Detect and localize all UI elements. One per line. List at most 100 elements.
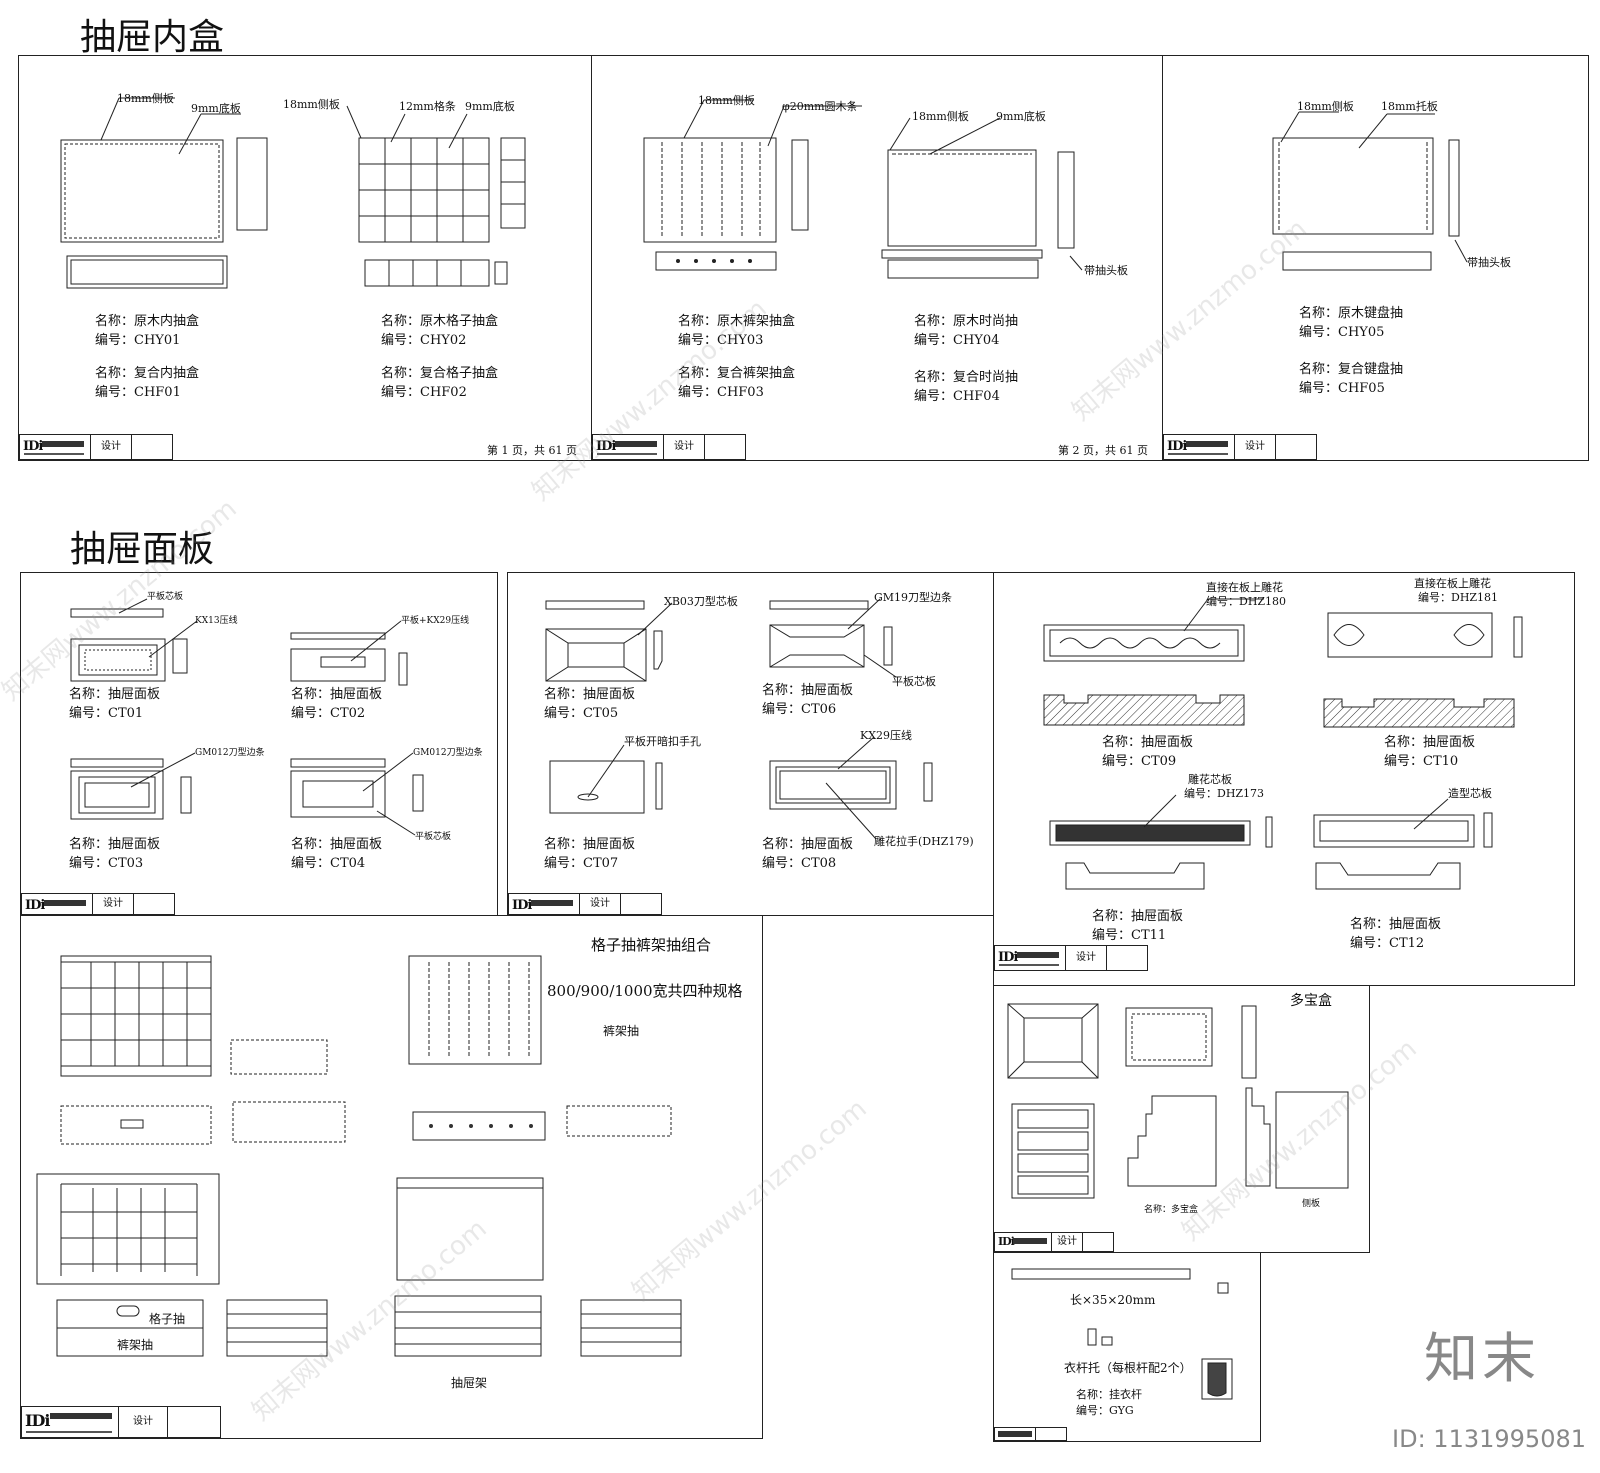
- label-name: 名称：复合时尚抽: [914, 370, 1019, 385]
- label-ct01: 名称：抽屉面板编号：CT01: [69, 685, 160, 723]
- company-logo: IDi: [22, 894, 93, 914]
- company-logo: IDi: [20, 435, 91, 459]
- label-code: 编号：CT04: [291, 856, 366, 871]
- label-chy01: 名称：原木内抽盒编号：CHY01: [95, 312, 199, 350]
- label-chy02: 名称：原木格子抽盒编号：CHY02: [381, 312, 498, 350]
- title-block: IDi 设计: [19, 434, 173, 460]
- hanging-rod-drawings: [1011, 1268, 1233, 1400]
- note-3: 平板+KX29压线: [401, 616, 470, 626]
- design-cell: 设计: [1052, 1233, 1083, 1251]
- design-cell: 设计: [119, 1407, 168, 1437]
- sheet-1: 18mm侧板 9mm底板 18mm侧板 12mm格条 9mm底板 名称：原木内抽…: [18, 55, 592, 461]
- label-ct03: 名称：抽屉面板编号：CT03: [69, 835, 160, 873]
- label-code: 编号：CHF02: [381, 385, 467, 400]
- curio-box-title: 多宝盒: [1290, 993, 1332, 1009]
- image-id: ID: 1131995081: [1392, 1425, 1586, 1453]
- label-code: 编号：CT06: [762, 702, 837, 717]
- label-ct06: 名称：抽屉面板编号：CT06: [762, 681, 853, 719]
- note-1: 18mm侧板: [1297, 100, 1354, 113]
- label-code: 编号：CHF04: [914, 389, 1000, 404]
- label-ct09: 名称：抽屉面板编号：CT09: [1102, 733, 1193, 771]
- note-1: 18mm侧板: [698, 94, 755, 107]
- note-1: 平板芯板: [147, 592, 184, 602]
- label-name: 名称：原木键盘抽: [1299, 306, 1404, 321]
- note-1: 18mm侧板: [117, 92, 174, 105]
- combo-title: 格子抽裤架抽组合: [591, 936, 712, 954]
- label-name: 名称：复合键盘抽: [1299, 362, 1404, 377]
- panel-drawings-3: [1043, 598, 1523, 890]
- title-block: IDi 设计: [21, 893, 175, 915]
- sheet-7: 格子抽裤架抽组合 800/900/1000宽共四种规格 裤架抽 格子抽 裤架抽 …: [20, 915, 763, 1439]
- label-name: 名称：抽屉面板: [1384, 735, 1476, 750]
- label-chy05: 名称：原木键盘抽编号：CHY05: [1299, 304, 1403, 342]
- label-code: 编号：CT01: [69, 706, 144, 721]
- company-logo: IDi: [22, 1407, 119, 1437]
- sheet-5: XB03刀型芯板 GM19刀型边条 平板芯板 平板开暗扣手孔 KX29压线 雕花…: [507, 572, 994, 916]
- note-4: 12mm格条: [399, 100, 456, 113]
- label-name: 名称：复合格子抽盒: [381, 366, 499, 381]
- label-code: 编号：CHY05: [1299, 325, 1385, 340]
- label-name: 名称：原木内抽盒: [95, 314, 200, 329]
- note-4: 9mm底板: [996, 110, 1046, 123]
- label-name: 名称：抽屉面板: [1092, 909, 1184, 924]
- label-chf03: 名称：复合裤架抽盒编号：CHF03: [678, 364, 795, 402]
- combo-drawer-drawings: [36, 955, 682, 1357]
- sheet-6: 直接在板上雕花 编号：DHZ180 直接在板上雕花 编号：DHZ181 雕花芯板…: [993, 572, 1575, 986]
- note-2: 衣杆托（每根杆配2个）: [1064, 1361, 1192, 1375]
- label-code: 编号：CT03: [69, 856, 144, 871]
- title-block: IDi 设计: [1163, 434, 1317, 460]
- section-title-drawer-box: 抽屉内盒: [80, 17, 225, 58]
- note-3: 18mm侧板: [283, 98, 340, 111]
- note-5: GM012刀型边条: [413, 748, 483, 758]
- label-ct07: 名称：抽屉面板编号：CT07: [544, 835, 635, 873]
- note-2: 9mm底板: [191, 102, 241, 115]
- company-logo: [995, 1428, 1036, 1440]
- label-ct08: 名称：抽屉面板编号：CT08: [762, 835, 853, 873]
- label-code: 编号：CT11: [1092, 928, 1167, 943]
- note-1: 侧板: [1302, 1199, 1321, 1209]
- label-name: 名称：抽屉面板: [544, 837, 636, 852]
- drawer-box-drawings-1: [60, 97, 526, 289]
- label-code: 编号：CHY04: [914, 333, 1000, 348]
- label-ct05: 名称：抽屉面板编号：CT05: [544, 685, 635, 723]
- note-2: GM19刀型边条: [874, 591, 953, 604]
- note-1: 长×35×20mm: [1070, 1293, 1156, 1307]
- label-name: 名称：挂衣杆: [1076, 1388, 1142, 1401]
- label-name: 名称：复合内抽盒: [95, 366, 200, 381]
- label-ct04: 名称：抽屉面板编号：CT04: [291, 835, 382, 873]
- label-code: 编号：CT12: [1350, 936, 1425, 951]
- note-5: 带抽头板: [1084, 264, 1128, 277]
- sheet-3: 18mm侧板 18mm托板 带抽头板 名称：原木键盘抽编号：CHY05 名称：复…: [1162, 55, 1589, 461]
- note-3: 18mm侧板: [912, 110, 969, 123]
- page-number: 第 1 页，共 61 页: [487, 444, 577, 457]
- note-3: 直接在板上雕花: [1414, 577, 1491, 590]
- note-2: 名称：多宝盒: [1144, 1205, 1199, 1215]
- label-chf04: 名称：复合时尚抽编号：CHF04: [914, 368, 1018, 406]
- combo-subtitle: 800/900/1000宽共四种规格: [547, 982, 743, 1000]
- note-3: 平板芯板: [892, 675, 936, 688]
- note-3: 带抽头板: [1467, 256, 1511, 269]
- note-1: XB03刀型芯板: [664, 595, 738, 608]
- label-ct12: 名称：抽屉面板编号：CT12: [1350, 915, 1441, 953]
- design-cell: 设计: [93, 894, 134, 914]
- note-5: 雕花芯板: [1188, 773, 1232, 786]
- design-cell: 设计: [91, 435, 132, 459]
- note-3: 裤架抽: [117, 1338, 154, 1352]
- label-name: 名称：抽屉面板: [762, 837, 854, 852]
- note-2: 格子抽: [149, 1312, 186, 1326]
- company-logo: IDi: [995, 1233, 1052, 1251]
- title-block: IDi 设计: [592, 434, 746, 460]
- label-code: 编号：CT02: [291, 706, 366, 721]
- label-name: 名称：抽屉面板: [69, 837, 161, 852]
- note-2: KX13压线: [195, 616, 238, 626]
- design-cell: 设计: [664, 435, 705, 459]
- sheet-9: 长×35×20mm 衣杆托（每根杆配2个） 名称：挂衣杆编号：GYG: [993, 1252, 1261, 1442]
- company-logo: IDi: [1164, 435, 1235, 459]
- label-name: 名称：抽屉面板: [1102, 735, 1194, 750]
- design-cell: 设计: [580, 894, 621, 914]
- label-name: 名称：原木时尚抽: [914, 314, 1019, 329]
- label-name: 名称：抽屉面板: [291, 687, 383, 702]
- note-6: 雕花拉手(DHZ179): [874, 835, 974, 848]
- company-logo: IDi: [995, 946, 1066, 970]
- label-code: 编号：CHY01: [95, 333, 181, 348]
